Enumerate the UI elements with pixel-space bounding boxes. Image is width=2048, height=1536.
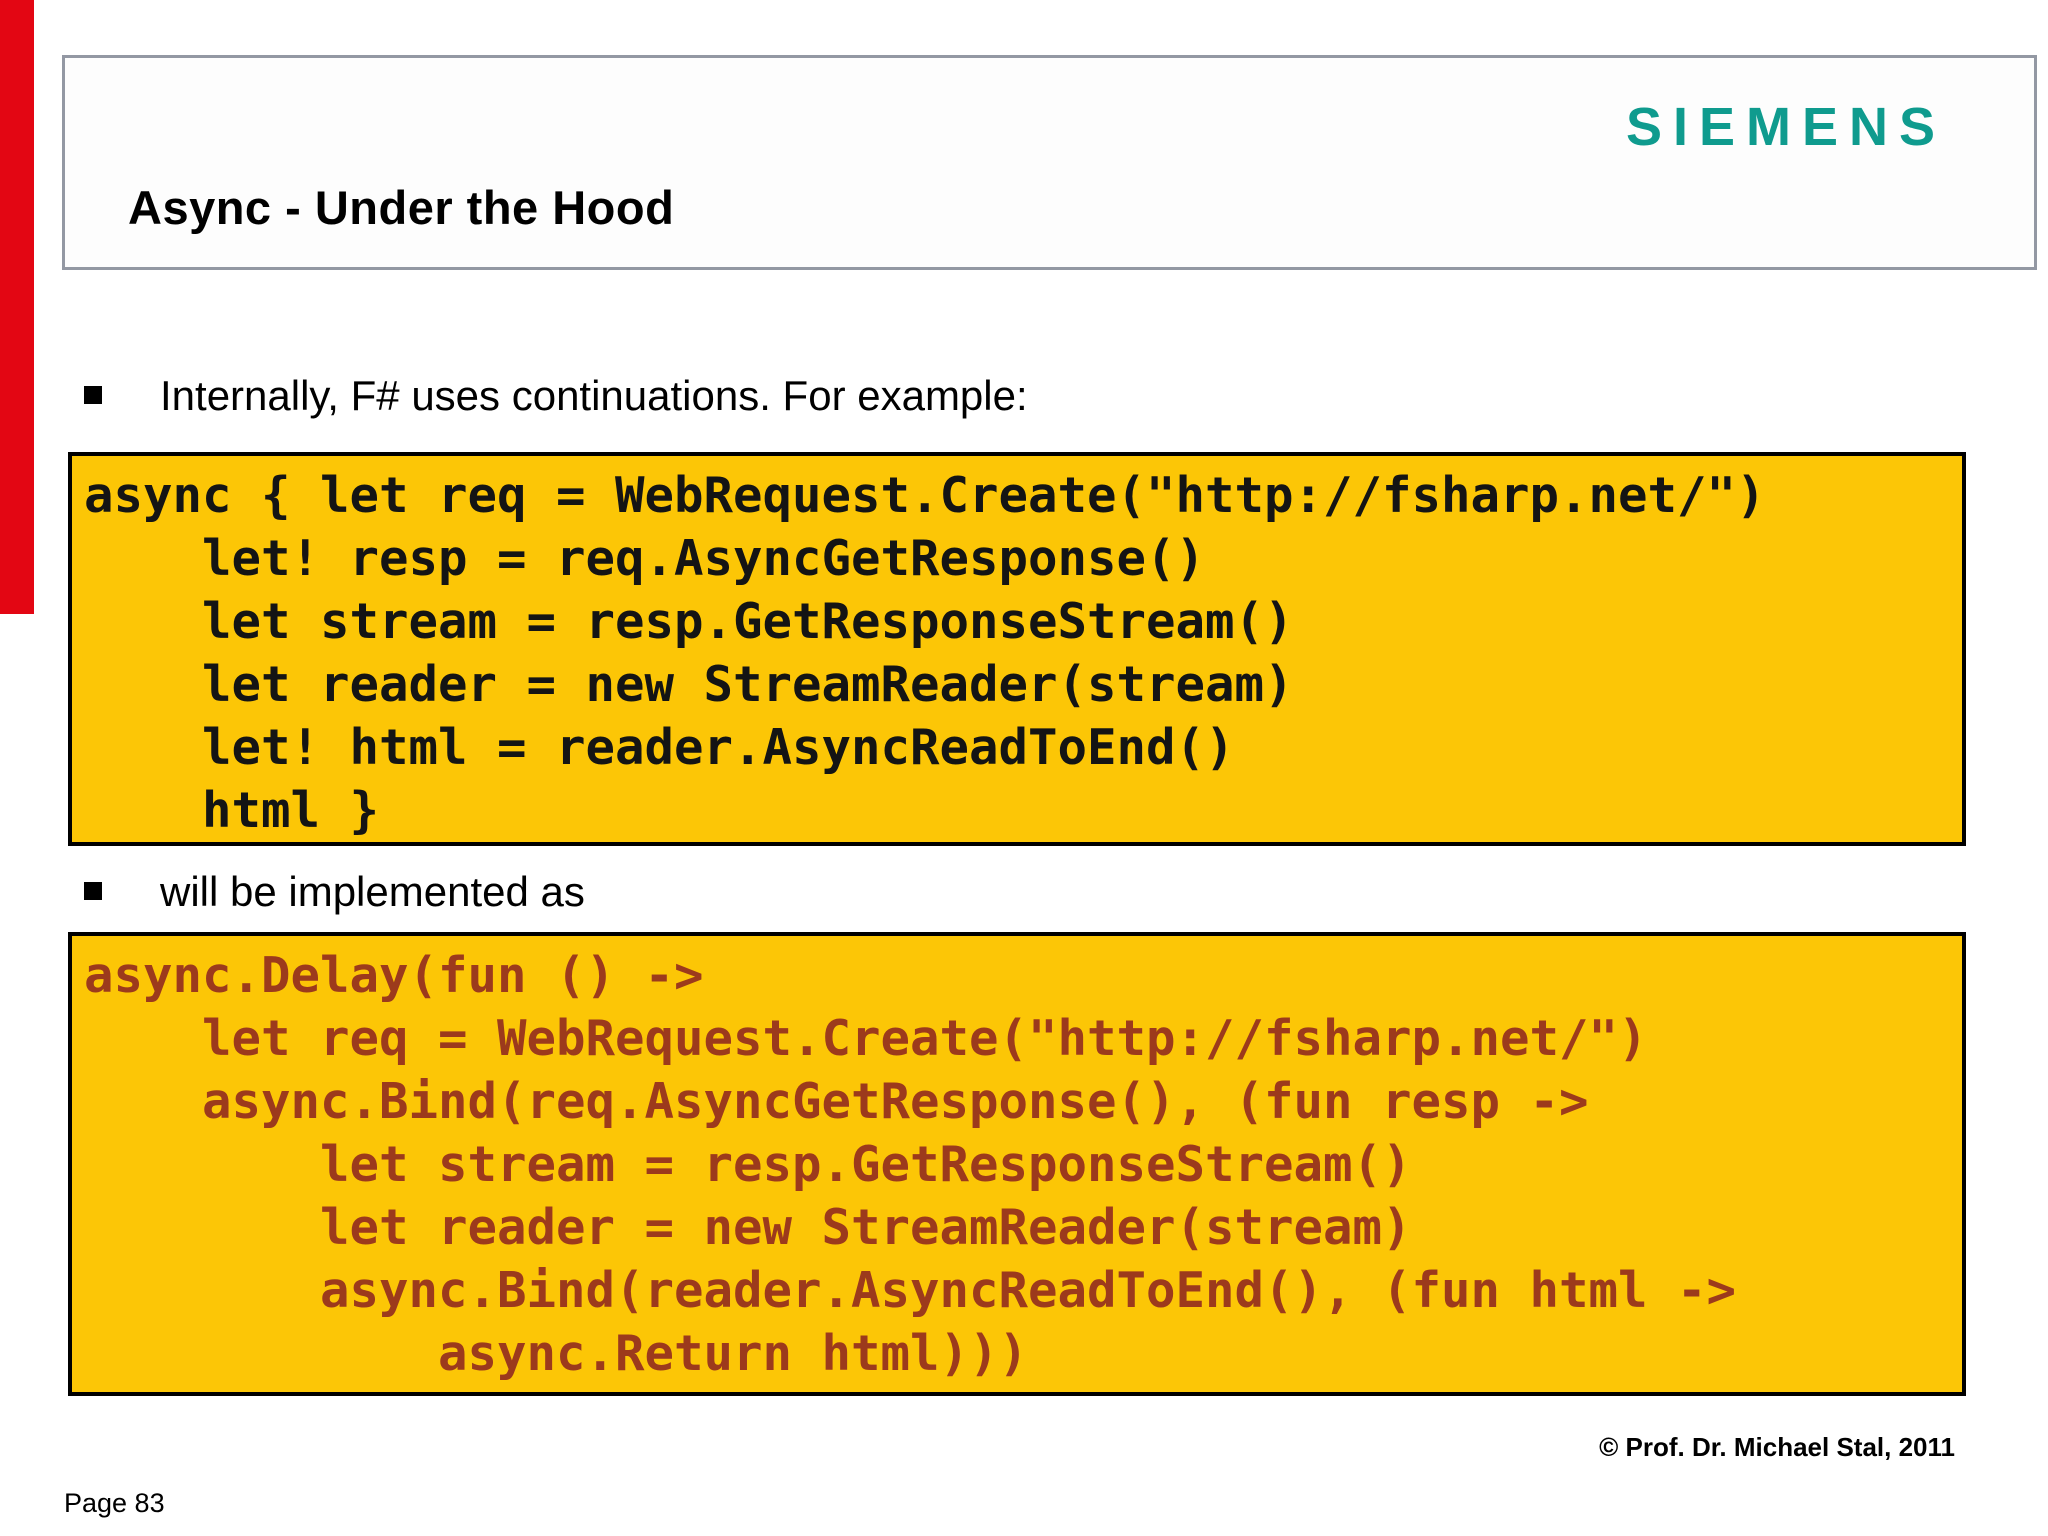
bullet-text: Internally, F# uses continuations. For e…	[160, 372, 1028, 419]
bullet-square-icon	[84, 882, 102, 900]
bullet-square-icon	[84, 386, 102, 404]
siemens-logo: SIEMENS	[1625, 97, 1946, 157]
code-line: async.Bind(reader.AsyncReadToEnd(), (fun…	[84, 1262, 1737, 1319]
code-line: html }	[84, 782, 380, 839]
code-line: let stream = resp.GetResponseStream()	[84, 1136, 1412, 1193]
bullet-item-1: Internally, F# uses continuations. For e…	[84, 372, 1028, 420]
bullet-text: will be implemented as	[160, 868, 585, 915]
code-line: let! html = reader.AsyncReadToEnd()	[84, 719, 1235, 776]
code-line: let reader = new StreamReader(stream)	[84, 1199, 1412, 1256]
code-line: async.Delay(fun () ->	[84, 947, 704, 1004]
code-line: let req = WebRequest.Create("http://fsha…	[84, 1010, 1648, 1067]
copyright-notice: © Prof. Dr. Michael Stal, 2011	[1599, 1432, 1955, 1462]
code-line: async.Bind(req.AsyncGetResponse(), (fun …	[84, 1073, 1589, 1130]
bullet-item-2: will be implemented as	[84, 868, 585, 916]
code-block-fsharp-async: async { let req = WebRequest.Create("htt…	[68, 452, 1966, 846]
header-box: Async - Under the Hood SIEMENS	[62, 55, 2037, 270]
code-line: async.Return html)))	[84, 1325, 1029, 1382]
page-title: Async - Under the Hood	[128, 181, 675, 234]
code-line: let stream = resp.GetResponseStream()	[84, 593, 1294, 650]
code-line: let reader = new StreamReader(stream)	[84, 656, 1294, 713]
code-line: let! resp = req.AsyncGetResponse()	[84, 530, 1206, 587]
red-accent-bar	[0, 0, 34, 614]
code-block-continuation-impl: async.Delay(fun () -> let req = WebReque…	[68, 932, 1966, 1396]
page-number: Page 83	[64, 1488, 165, 1518]
code-line: async { let req = WebRequest.Create("htt…	[84, 467, 1766, 524]
